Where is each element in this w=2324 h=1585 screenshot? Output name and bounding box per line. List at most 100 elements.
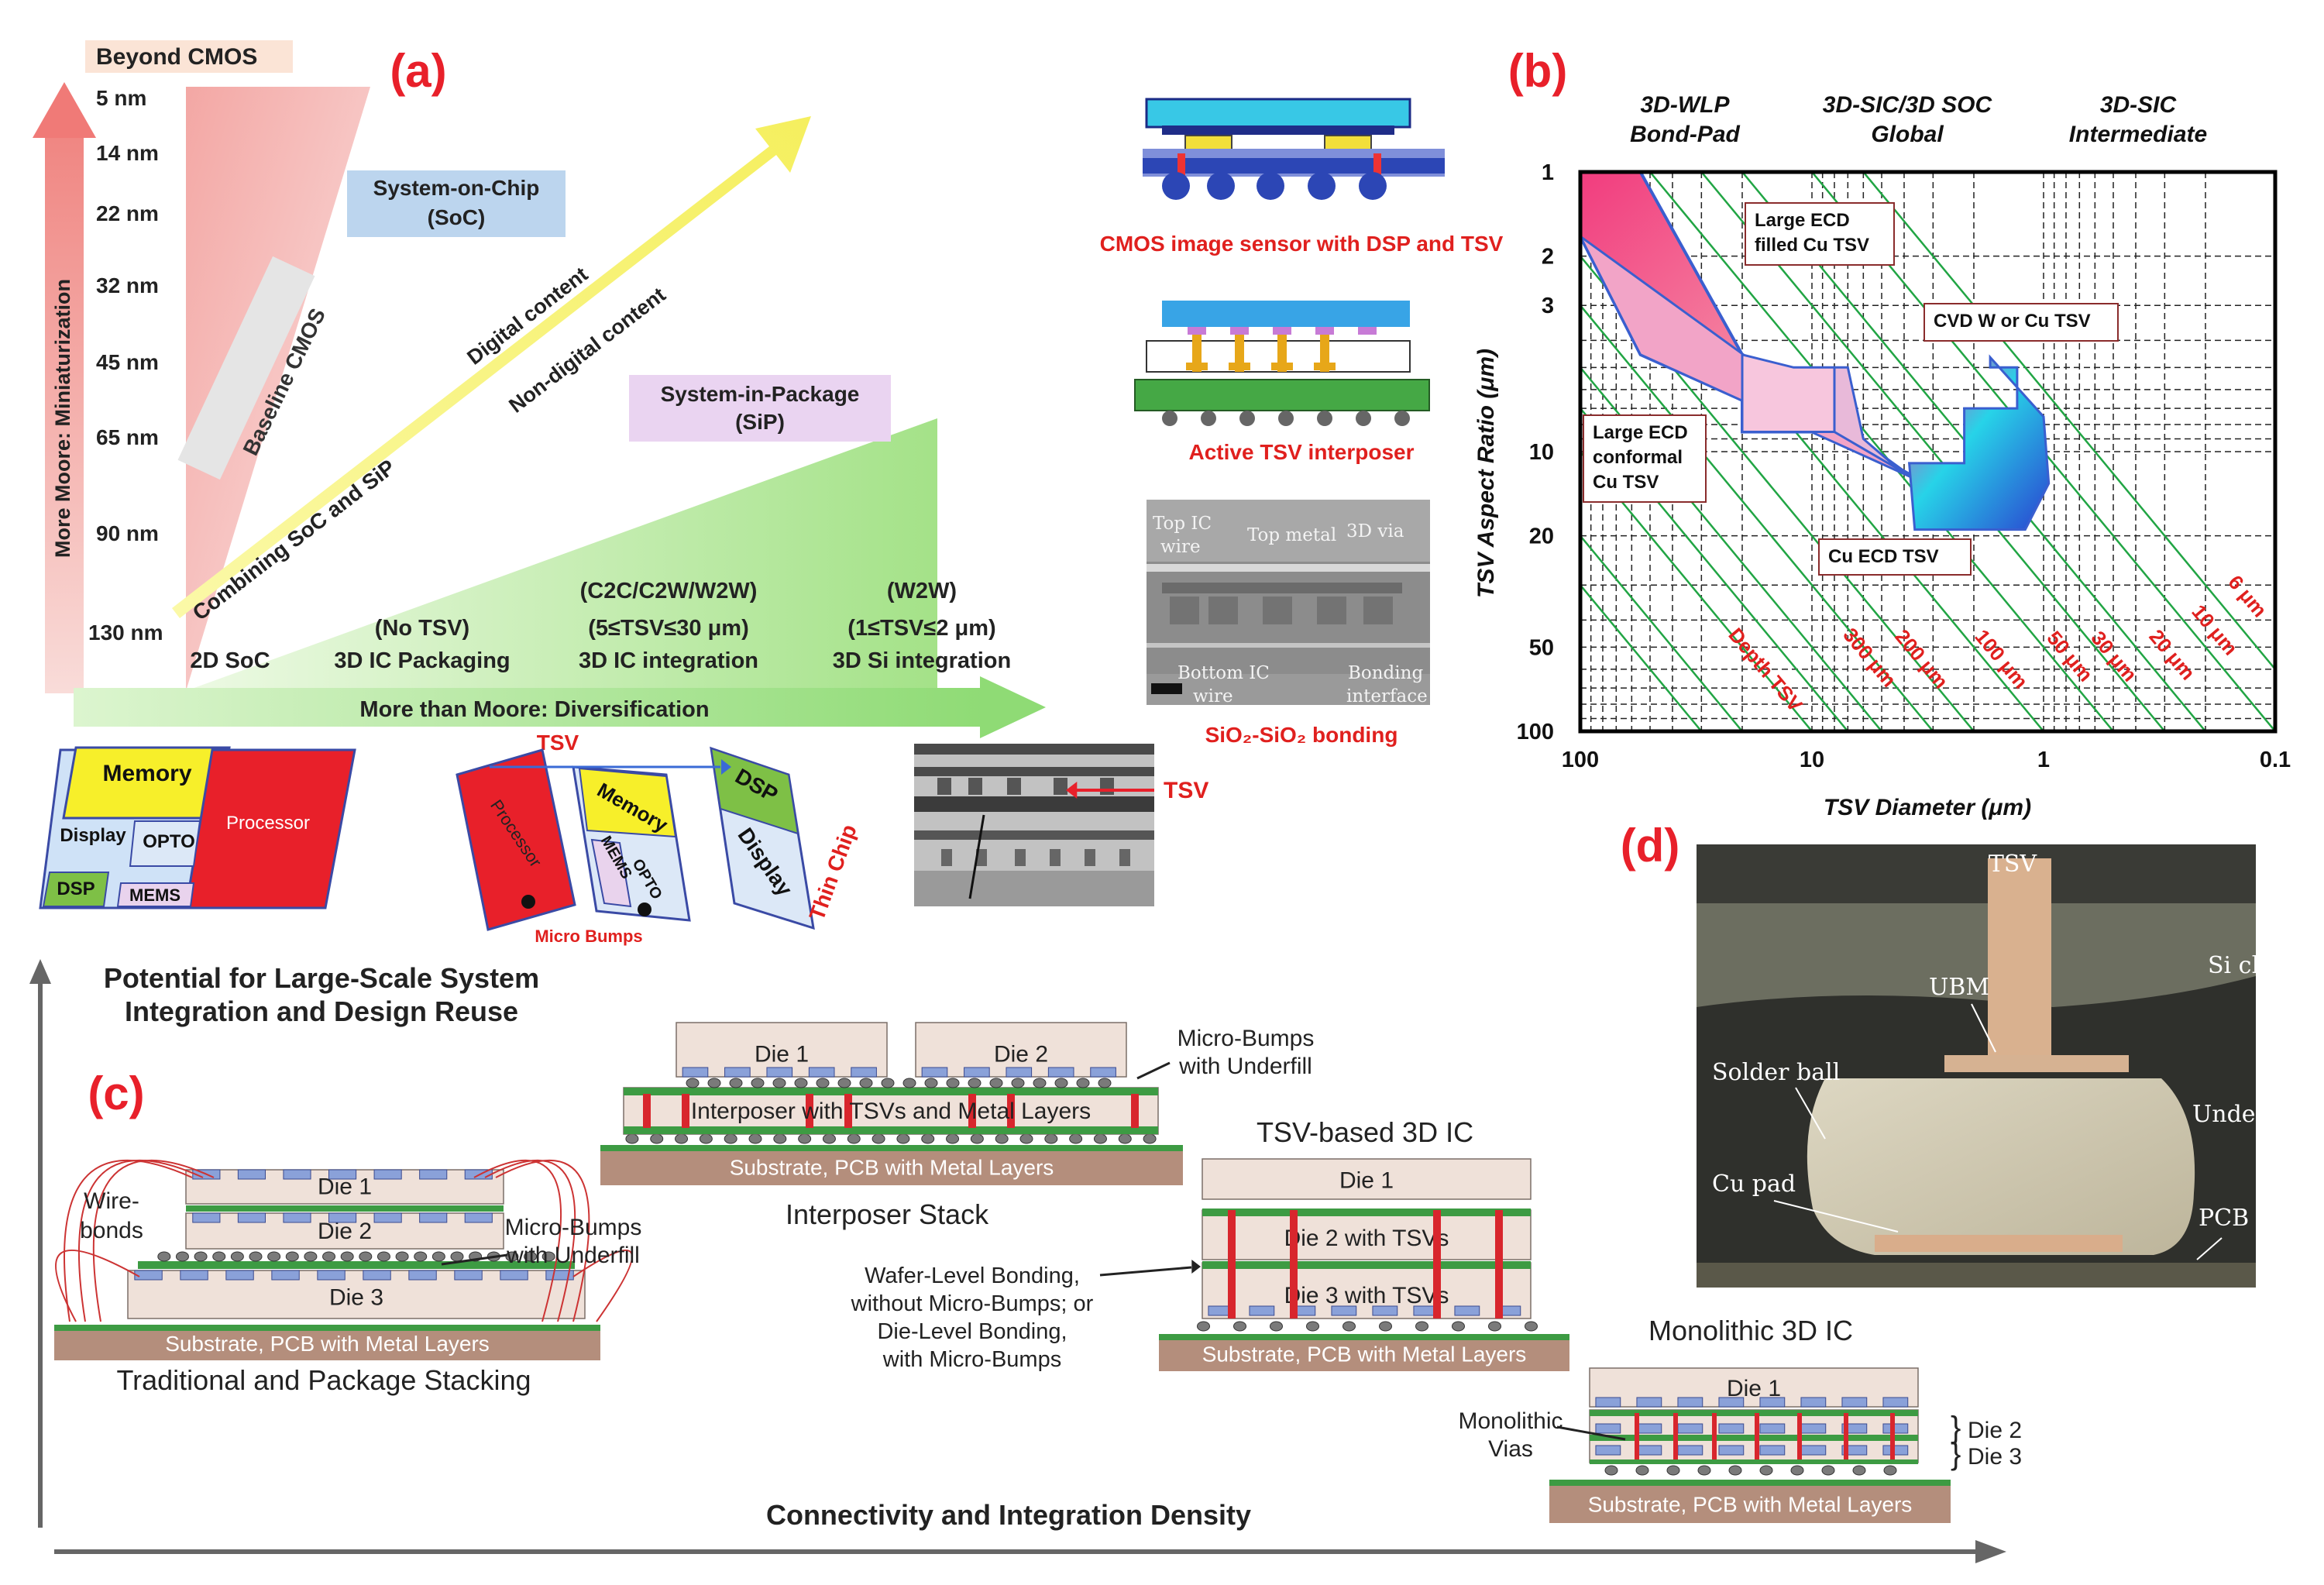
micrograph-ubm: [1944, 1055, 2129, 1072]
mono-die1-pads: [1636, 1397, 1662, 1408]
solder-pointer: [1795, 1087, 1826, 1140]
depth-line: [1649, 172, 2114, 731]
interposer-bump: [1273, 327, 1291, 335]
mono-die2-pads: [1759, 1423, 1786, 1434]
interposer-ball: [1394, 411, 1410, 426]
stage-top-3: (W2W): [887, 579, 957, 603]
sem-block: [1263, 597, 1292, 624]
ip-substrate-label: Substrate, PCB with Metal Layers: [730, 1155, 1054, 1179]
tsv-cross-section: TSV: [914, 744, 1208, 906]
mono-via: [1890, 1413, 1895, 1460]
sip-label-1: System-in-Package: [661, 382, 860, 406]
trad-die3-pads: [317, 1270, 346, 1281]
mono-die2-pads: [1595, 1423, 1621, 1434]
trad-die1-pads: [237, 1169, 266, 1180]
more-moore-axis-label: More Moore: Miniaturization: [51, 279, 74, 558]
tsv3d-bumps: [1525, 1321, 1538, 1332]
stack-mems: [590, 838, 632, 908]
more-moore-arrow-shaft: [45, 136, 84, 693]
trad-bumps: [175, 1251, 189, 1262]
ip-tsv: [1007, 1094, 1015, 1128]
mono-die2-pads: [1882, 1423, 1909, 1434]
mono-die1-pads: [1841, 1397, 1868, 1408]
pcb-pointer: [2196, 1237, 2223, 1260]
trad-bumps: [376, 1251, 390, 1262]
mono-layer2: [1590, 1435, 1918, 1441]
y-tick-4: 20: [1529, 524, 1554, 549]
mono-die3-pads: [1759, 1445, 1786, 1456]
tsv3d-pointer-head: [1191, 1260, 1201, 1274]
tsv3d-die3-label: Die 3 with TSVs: [1284, 1283, 1449, 1308]
ip-bumps-bottom: [773, 1133, 787, 1144]
ip-tsv: [643, 1094, 651, 1128]
stack-tsv-arrow: [721, 759, 731, 775]
sem-label-6: Bonding: [1348, 663, 1423, 683]
node-label-5: 65 nm: [96, 425, 159, 449]
ip-bumps-top: [1098, 1078, 1112, 1088]
ip-substrate-top: [600, 1145, 1183, 1151]
micrograph-label-2: UBM: [1929, 974, 1989, 1001]
interposer-caption: Active TSV interposer: [1189, 440, 1415, 464]
xsec-layer: [914, 830, 1154, 840]
stage-bottom-2: 3D IC integration: [579, 648, 758, 673]
trad-bumps: [359, 1251, 373, 1262]
micrograph-solder: [1807, 1078, 2195, 1255]
sem-top: [1147, 500, 1430, 562]
mono-via: [1635, 1413, 1639, 1460]
c-y-axis-label-2: Integration and Design Reuse: [125, 995, 518, 1027]
ip-bumps-top: [946, 1078, 960, 1088]
tsv3d-note-2: Die-Level Bonding,: [877, 1319, 1067, 1344]
stage-top-2: (C2C/C2W/W2W): [580, 579, 758, 603]
cis-layer: [1162, 125, 1394, 135]
wire-bond: [55, 1250, 140, 1322]
trad-die3-pads: [500, 1270, 528, 1281]
stage-bottom-3: 3D Si integration: [833, 648, 1011, 673]
stage-mid-2: (5≤TSV≤30 μm): [588, 616, 749, 641]
trad-layer2: [186, 1205, 504, 1212]
micrograph-label-6: PCB: [2199, 1205, 2249, 1232]
beyond-cmos-label: Beyond CMOS: [96, 44, 257, 70]
node-label-6: 90 nm: [96, 521, 159, 545]
wire-bond: [64, 1159, 193, 1322]
y-tick-3: 10: [1529, 440, 1554, 465]
trad-bumps: [267, 1251, 281, 1262]
ip-bumps-top: [837, 1078, 851, 1088]
mono-substrate-top: [1549, 1480, 1951, 1486]
tsv3d-die3-pads: [1331, 1305, 1357, 1316]
sem-label-2: Top metal: [1247, 525, 1336, 545]
more-moore-arrow-head: [33, 82, 96, 138]
ip-bumps-top: [1054, 1078, 1068, 1088]
mono-bumps: [1790, 1465, 1804, 1476]
trad-bumps: [304, 1251, 318, 1262]
tsv3d-die3-pads: [1372, 1305, 1398, 1316]
cis-caption: CMOS image sensor with DSP and TSV: [1100, 232, 1504, 256]
sem-scale: [1151, 683, 1182, 694]
y-axis-label: TSV Aspect Ratio (μm): [1473, 349, 1499, 598]
panel-a-label: (a): [390, 45, 446, 97]
mono-die3-pads: [1677, 1445, 1703, 1456]
col-header-2-top: 3D-SIC: [2100, 92, 2178, 118]
trad-die3-pads: [454, 1270, 483, 1281]
region-mid2: [1833, 366, 1916, 480]
col-header-0-top: 3D-WLP: [1641, 92, 1731, 118]
label-large-ecd-conformal-box: [1583, 414, 1707, 503]
ip-bumps-bottom: [970, 1133, 984, 1144]
xsec-via: [968, 778, 982, 795]
ip-bumps-top: [816, 1078, 830, 1088]
mono-bumps: [1697, 1465, 1711, 1476]
sip-label-2: (SiP): [735, 410, 785, 434]
interposer-pad: [1271, 363, 1293, 370]
mono-vias-label-2: Vias: [1488, 1436, 1533, 1462]
mono-die3-pads: [1800, 1445, 1827, 1456]
ip-die2-label: Die 2: [994, 1041, 1048, 1067]
tsv3d-tsv: [1290, 1210, 1298, 1319]
interposer-pad: [1229, 363, 1250, 370]
xsec-tsv-label: TSV: [1164, 778, 1208, 803]
xsec-via: [976, 849, 987, 866]
mono-via: [1844, 1413, 1848, 1460]
ip-bumps-bottom: [699, 1133, 713, 1144]
label-large-ecd-conformal-line-0: Large ECD: [1593, 422, 1688, 443]
depth-line: [1580, 583, 1703, 731]
y-tick-1: 2: [1542, 245, 1554, 270]
